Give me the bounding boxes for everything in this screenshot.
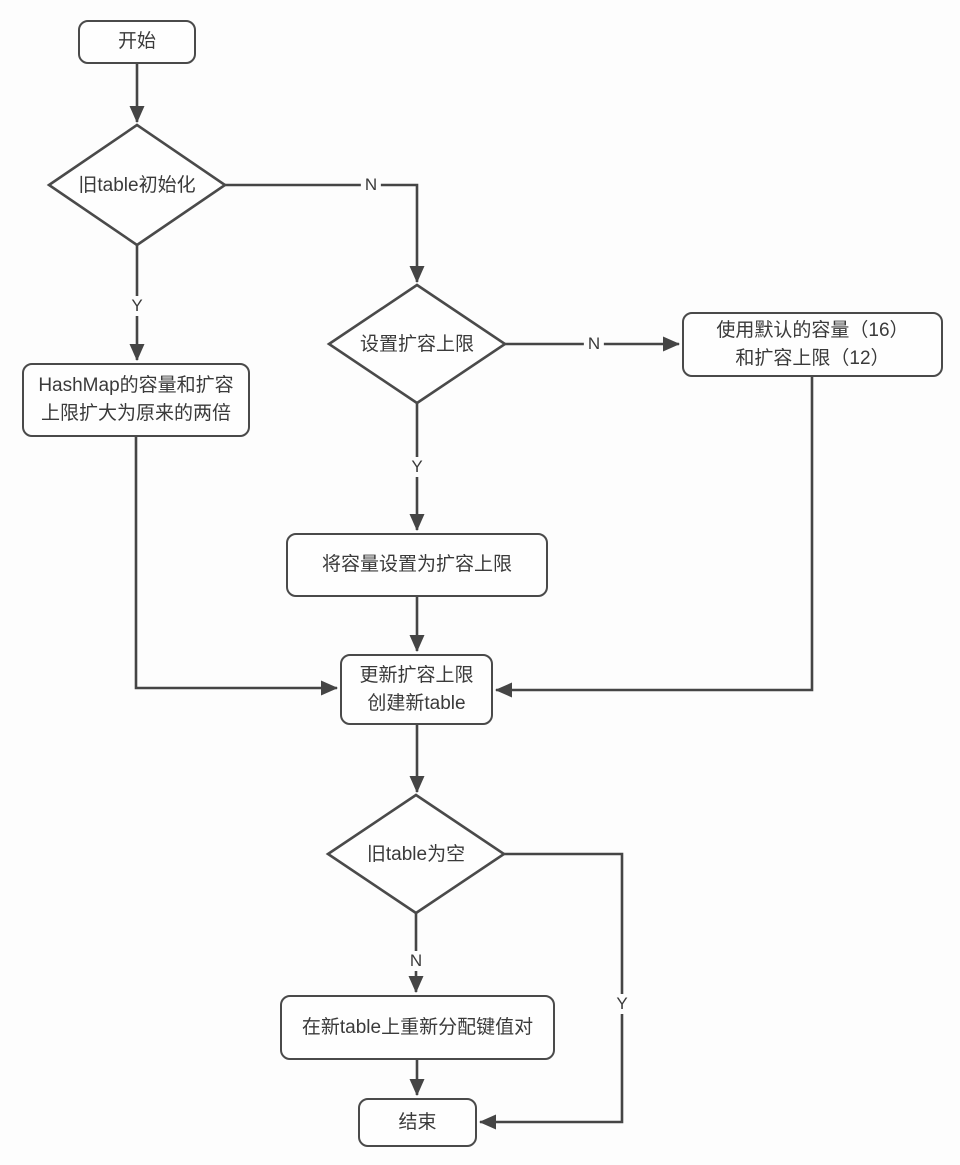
start-node: 开始 [78, 20, 196, 64]
end-label: 结束 [398, 1111, 437, 1133]
edge-double-to-update [134, 437, 338, 696]
process-double-capacity: HashMap的容量和扩容 上限扩大为原来的两倍 [22, 363, 250, 437]
edge-label-threshold-no: N [583, 334, 605, 354]
decision-old-table-empty-shape [325, 793, 507, 915]
process-update-threshold-label: 更新扩容上限 创建新table [359, 664, 474, 714]
process-set-capacity-to-threshold: 将容量设置为扩容上限 [286, 533, 548, 597]
process-rehash-entries: 在新table上重新分配键值对 [280, 995, 555, 1060]
edge-label-empty-no: N [405, 951, 427, 971]
decision-old-table-init-shape [46, 123, 228, 247]
process-use-defaults-label: 使用默认的容量（16） 和扩容上限（12） [716, 319, 909, 369]
process-use-defaults: 使用默认的容量（16） 和扩容上限（12） [682, 312, 943, 377]
edge-label-empty-yes: Y [612, 994, 632, 1014]
process-double-capacity-label: HashMap的容量和扩容 上限扩大为原来的两倍 [38, 375, 234, 424]
start-label: 开始 [117, 31, 156, 52]
edge-empty-yes [479, 852, 624, 1130]
process-set-capacity-label: 将容量设置为扩容上限 [321, 554, 512, 575]
edge-label-threshold-yes: Y [407, 457, 427, 477]
end-node: 结束 [358, 1098, 477, 1147]
edge-init-no [225, 183, 425, 283]
edge-defaults-to-update [495, 377, 814, 698]
process-update-threshold-new-table: 更新扩容上限 创建新table [340, 654, 493, 725]
process-rehash-label: 在新table上重新分配键值对 [301, 1016, 534, 1038]
edge-label-init-no: N [360, 175, 382, 195]
edge-label-init-yes: Y [127, 296, 147, 316]
decision-threshold-set-shape [326, 283, 508, 405]
